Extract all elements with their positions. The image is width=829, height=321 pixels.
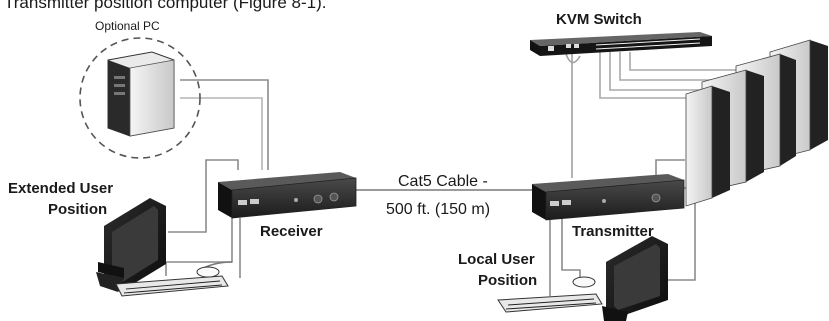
servers bbox=[685, 39, 828, 207]
optional-pc bbox=[79, 37, 201, 159]
extended-monitor-icon bbox=[96, 198, 166, 292]
header-text: Transmitter position computer (Figure 8-… bbox=[4, 0, 326, 12]
transmitter-label: Transmitter bbox=[572, 223, 654, 240]
transmitter-unit bbox=[532, 174, 685, 221]
receiver-label: Receiver bbox=[260, 223, 323, 240]
local-mouse-icon bbox=[572, 276, 596, 288]
local-monitor-icon bbox=[602, 236, 668, 321]
pc-tower-icon bbox=[107, 51, 175, 137]
kvm-switch-label: KVM Switch bbox=[556, 11, 642, 28]
kvm-switch bbox=[530, 32, 712, 56]
optional-pc-label: Optional PC bbox=[95, 19, 160, 33]
extended-user-label-line2: Position bbox=[48, 201, 107, 218]
local-user-label-line2: Position bbox=[478, 272, 537, 289]
optional-dashed-circle bbox=[79, 37, 201, 159]
cable-label-line2: 500 ft. (150 m) bbox=[386, 201, 490, 218]
cable-label-line1: Cat5 Cable - bbox=[398, 173, 488, 190]
extended-mouse-icon bbox=[196, 266, 220, 278]
extended-keyboard-icon bbox=[115, 275, 229, 297]
server-tower-icon bbox=[685, 85, 730, 207]
receiver-unit bbox=[218, 172, 357, 219]
extended-user-label-line1: Extended User bbox=[8, 180, 113, 197]
local-keyboard-icon bbox=[497, 293, 603, 313]
local-user-label-line1: Local User bbox=[458, 251, 535, 268]
